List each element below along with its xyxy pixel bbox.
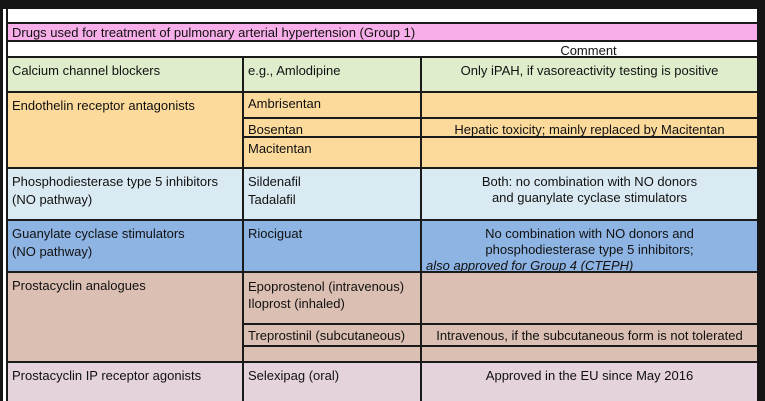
comment-stack: Intravenous, if the subcutaneous form is… <box>420 273 757 361</box>
drug-name: Selexipag (oral) <box>242 363 420 401</box>
right-border <box>757 0 765 401</box>
table-title: Drugs used for treatment of pulmonary ar… <box>8 24 757 42</box>
section-prostacyclin-ip-receptor-agonists: Prostacyclin IP receptor agonists Selexi… <box>8 363 757 401</box>
drug-comment: Both: no combination with NO donors and … <box>420 169 757 219</box>
drug-class-line2: (NO pathway) <box>12 244 93 259</box>
section-pde5-inhibitors: Phosphodiesterase type 5 inhibitors (NO … <box>8 169 757 221</box>
comment-line1: Both: no combination with NO donors <box>481 174 698 189</box>
drug-name: Sildenafil <box>248 174 301 189</box>
drug-name: Riociguat <box>242 221 420 271</box>
drug-class-label: Prostacyclin IP receptor agonists <box>12 368 202 383</box>
section-prostacyclin-analogues: Prostacyclin analogues Epoprostenol (int… <box>8 273 757 363</box>
comment-column-header: Comment <box>560 43 617 56</box>
comment-header-row: Comment <box>8 42 757 58</box>
drug-comment <box>422 347 757 361</box>
top-border <box>0 0 765 9</box>
comment-line3-italic: also approved for Group 4 (CTEPH) <box>426 258 634 271</box>
section-calcium-channel-blockers: Calcium channel blockers e.g., Amlodipin… <box>8 58 757 93</box>
comment-line1: No combination with NO donors and <box>485 226 694 241</box>
comment-line2: and guanylate cyclase stimulators <box>491 190 688 205</box>
drug-name: Bosentan <box>244 119 420 138</box>
drug-class-label: Guanylate cyclase stimulators (NO pathwa… <box>8 221 242 271</box>
drug-comment: Intravenous, if the subcutaneous form is… <box>422 325 757 347</box>
drug-name: Tadalafil <box>248 192 296 207</box>
empty-cell <box>8 42 242 56</box>
drug-name-stack: Sildenafil Tadalafil <box>242 169 420 219</box>
drug-name-stack: Ambrisentan Bosentan Macitentan <box>242 93 420 167</box>
drug-comment <box>422 138 757 167</box>
drug-class-line1: Phosphodiesterase type 5 inhibitors <box>12 174 218 189</box>
drug-comment <box>422 273 757 325</box>
drug-class-line2: (NO pathway) <box>12 192 93 207</box>
comment-stack: Hepatic toxicity; mainly replaced by Mac… <box>420 93 757 167</box>
empty-cell <box>242 42 420 56</box>
drug-comment: Approved in the EU since May 2016 <box>420 363 757 401</box>
drug-class-label: Prostacyclin analogues <box>12 278 146 293</box>
drug-name-line1: Epoprostenol (intravenous) <box>248 279 405 294</box>
comment-line2: phosphodiesterase type 5 inhibitors; <box>485 242 694 257</box>
drug-class-label: Phosphodiesterase type 5 inhibitors (NO … <box>8 169 242 219</box>
spacer-row <box>8 9 757 24</box>
drug-class-line1: Guanylate cyclase stimulators <box>12 226 185 241</box>
drug-class-label: Endothelin receptor antagonists <box>12 98 195 113</box>
drug-name: Macitentan <box>248 141 312 156</box>
left-border <box>0 0 3 401</box>
section-endothelin-receptor-antagonists: Endothelin receptor antagonists Ambrisen… <box>8 93 757 169</box>
section-guanylate-cyclase-stimulators: Guanylate cyclase stimulators (NO pathwa… <box>8 221 757 273</box>
drug-comment: No combination with NO donors and phosph… <box>420 221 757 271</box>
empty-cell <box>244 347 420 361</box>
drug-name: e.g., Amlodipine <box>242 58 420 91</box>
drug-class-label: Calcium channel blockers <box>12 63 161 78</box>
drug-name-stack: Epoprostenol (intravenous) Iloprost (inh… <box>242 273 420 361</box>
drug-comment: Hepatic toxicity; mainly replaced by Mac… <box>422 119 757 138</box>
drug-comment <box>422 93 757 119</box>
drug-name: Epoprostenol (intravenous) Iloprost (inh… <box>244 273 420 325</box>
pah-drug-table: Drugs used for treatment of pulmonary ar… <box>6 9 757 401</box>
drug-name: Ambrisentan <box>244 93 420 119</box>
drug-name: Treprostinil (subcutaneous) <box>244 325 420 347</box>
drug-name-line2: Iloprost (inhaled) <box>248 296 345 311</box>
drug-comment: Only iPAH, if vasoreactivity testing is … <box>420 58 757 91</box>
